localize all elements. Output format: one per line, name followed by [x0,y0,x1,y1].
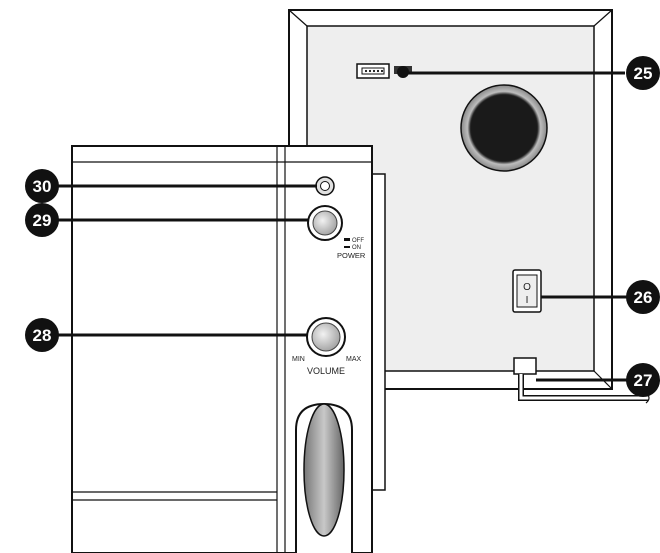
svg-text:26: 26 [634,288,653,307]
main-unit: OFF ON POWER MIN MAX VOLUME [71,145,386,553]
callout-28: 28 [25,318,59,352]
volume-max-label: MAX [346,356,362,363]
volume-knob[interactable] [306,317,346,357]
callout-26: 26 [626,280,660,314]
power-caption: POWER [337,251,366,260]
callout-badges: 25 26 27 28 29 30 [25,56,660,397]
rocker-on-symbol: I [526,295,529,306]
power-on-label: ON [352,245,361,251]
svg-text:25: 25 [634,64,653,83]
callout-27: 27 [626,363,660,397]
main-unit-back-rail [370,173,386,491]
rocker-power-switch[interactable]: O I [512,269,542,313]
volume-min-label: MIN [292,356,305,363]
power-legend: OFF ON POWER [337,238,366,260]
svg-text:30: 30 [33,177,52,196]
connector-port[interactable] [356,63,390,79]
callout-29: 29 [25,203,59,237]
volume-caption: VOLUME [307,366,345,376]
speaker-grill [295,402,353,553]
power-indicator [315,176,335,196]
connector-socket[interactable] [394,66,412,78]
power-button[interactable] [307,205,343,241]
power-cord [513,357,650,404]
svg-text:27: 27 [634,371,653,390]
power-off-label: OFF [352,238,364,244]
callout-25: 25 [626,56,660,90]
svg-text:28: 28 [33,326,52,345]
rocker-off-symbol: O [523,282,531,293]
callout-30: 30 [25,169,59,203]
leader-lines [58,71,627,382]
svg-text:29: 29 [33,211,52,230]
